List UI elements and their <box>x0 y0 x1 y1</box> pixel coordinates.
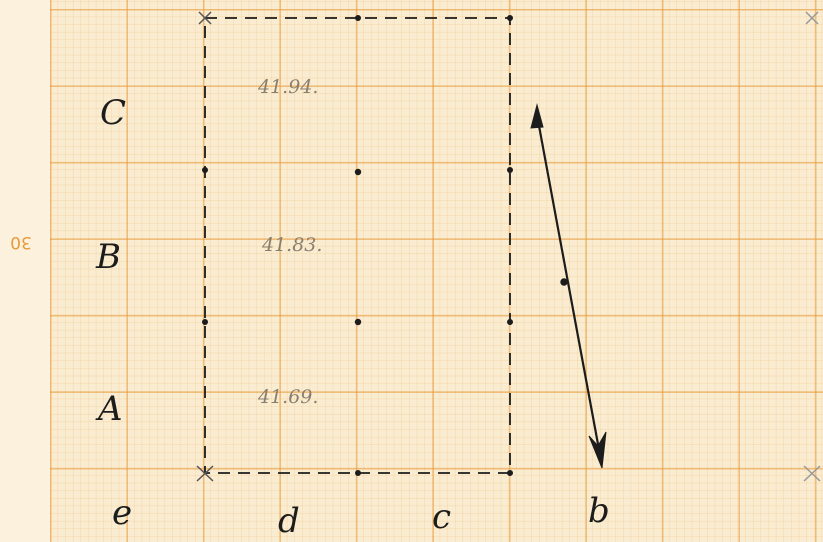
column-label-b: b <box>588 491 610 531</box>
corner-cross-marks <box>196 11 821 482</box>
north-arrow <box>530 103 607 469</box>
grid-points <box>202 15 513 476</box>
column-label-e: e <box>112 493 133 533</box>
column-label-c: c <box>432 497 452 537</box>
row-label-a: A <box>98 389 123 429</box>
reading-b: 41.83. <box>262 234 323 256</box>
reading-c: 41.94. <box>258 76 319 98</box>
reading-a: 41.69. <box>258 386 319 408</box>
left-margin <box>0 0 50 542</box>
column-label-d: d <box>278 501 300 541</box>
plot-boundary-dashed <box>204 17 511 474</box>
row-label-c: C <box>100 93 127 133</box>
row-label-b: B <box>96 237 121 277</box>
